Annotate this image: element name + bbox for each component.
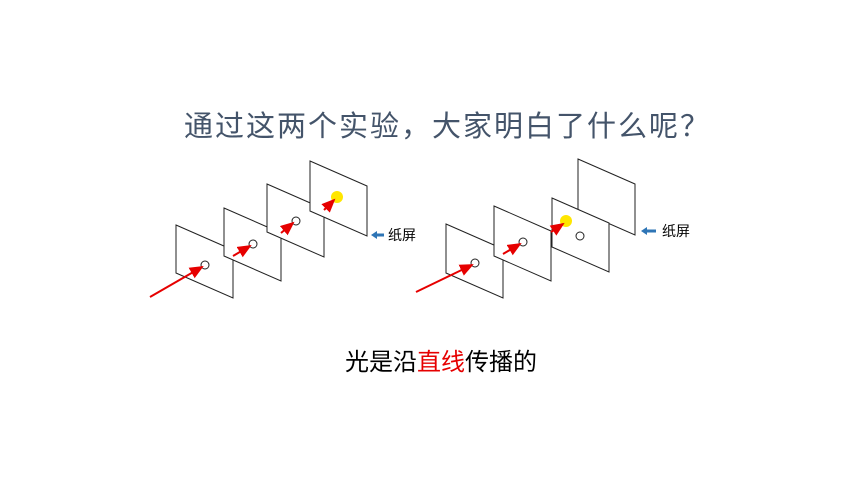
pointer-arrow-right-icon bbox=[641, 227, 656, 235]
conclusion-prefix: 光是沿 bbox=[345, 348, 417, 376]
ray-left-1 bbox=[149, 266, 204, 298]
experiment-right: 纸屏 bbox=[415, 158, 690, 299]
ray-left-2 bbox=[232, 244, 252, 258]
pointer-arrow-left-icon bbox=[371, 231, 384, 239]
screen-label-right: 纸屏 bbox=[662, 224, 690, 240]
conclusion-suffix: 传播的 bbox=[465, 348, 537, 376]
ray-right-3 bbox=[549, 222, 565, 236]
ray-right-1 bbox=[415, 264, 474, 293]
ray-left-4 bbox=[321, 198, 336, 213]
screen-label-left: 纸屏 bbox=[388, 228, 416, 244]
ray-left-3 bbox=[279, 221, 295, 236]
ray-right-2 bbox=[502, 242, 522, 256]
conclusion-text: 光是沿直线传播的 bbox=[345, 342, 537, 377]
slide-title: 通过这两个实验，大家明白了什么呢？ bbox=[184, 109, 712, 143]
hole-right-3 bbox=[575, 231, 585, 241]
conclusion-highlight: 直线 bbox=[417, 348, 465, 376]
experiment-left: 纸屏 bbox=[149, 160, 416, 299]
